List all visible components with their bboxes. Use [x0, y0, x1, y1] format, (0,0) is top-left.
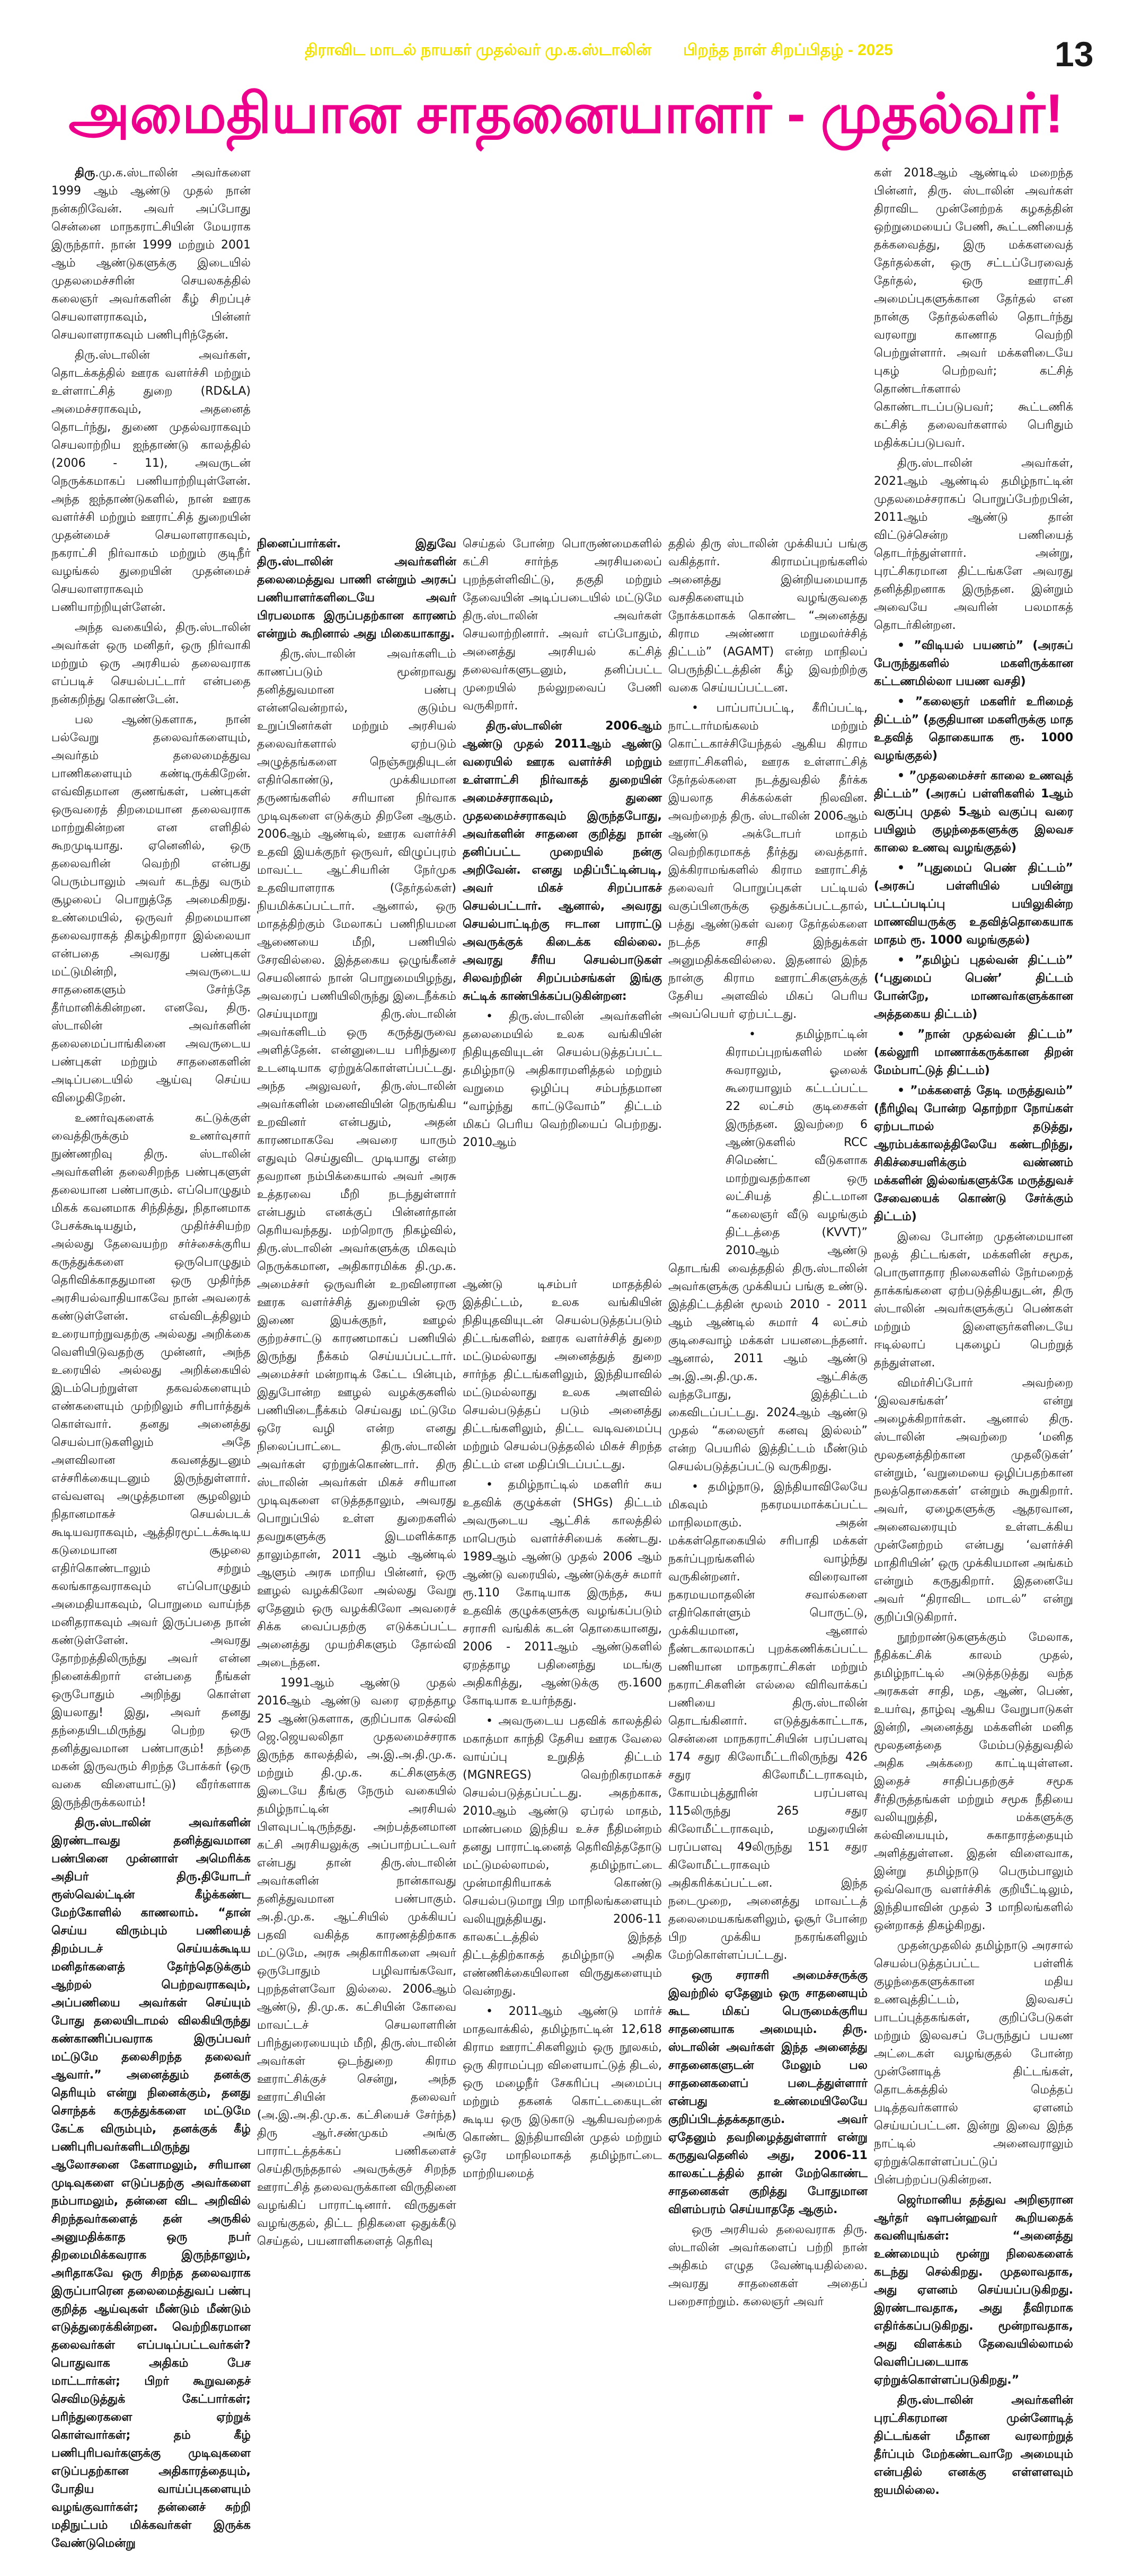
page-number: 13	[1055, 34, 1094, 74]
article-paragraph: விமர்சிப்போர் அவற்றை ‘இலவசங்கள்’ என்று அ…	[874, 1374, 1073, 1627]
article-column-3: செய்தல் போன்ற பொருண்மைகளில் கட்சி சார்ந்…	[463, 164, 662, 2185]
article-headline: அமைதியான சாதனையாளர் - முதல்வர்!	[68, 83, 1064, 145]
article-paragraph: ஒரு அரசியல் தலைவராக திரு. ஸ்டாலின் அவர்க…	[668, 2221, 868, 2311]
paragraph-text: • அவருடைய பதவிக் காலத்தில் மகாத்மா காந்த…	[463, 1715, 662, 1998]
paragraph-text: நூற்றாண்டுகளுக்கும் மேலாக, நீதிக்கட்சிக்…	[874, 1631, 1073, 1932]
photo-area-middle	[463, 1154, 662, 1276]
paragraph-text: கள் 2018ஆம் ஆண்டில் மறைந்த பின்னர், திரு…	[874, 166, 1073, 450]
header-section-title: திராவிட மாடல் நாயகர் முதல்வர் மு.க.ஸ்டால…	[305, 41, 651, 59]
column-text: நினைப்பார்கள். இதுவே திரு.ஸ்டாலின் அவர்க…	[257, 535, 456, 2251]
paragraph-text: • தமிழ்நாட்டின் கிராமப்புறங்களில் மண் சு…	[668, 1028, 868, 1473]
masthead: திராவிட மாடல் நாயகர் முதல்வர் மு.க.ஸ்டால…	[0, 0, 1132, 79]
article-paragraph: திரு.ஸ்டாலின் அவர்களின் இரண்டாவது தனித்த…	[51, 1814, 251, 2553]
paragraph-text: • ”தமிழ்ப் புதல்வன் திட்டம்” (‘புதுமைப் …	[874, 954, 1073, 1021]
bullet-paragraph: • ”விடியல் பயணம்” (அரசுப் பேருந்துகளில் …	[874, 637, 1073, 691]
paragraph-text: • ”முதலமைச்சர் காலை உணவுத் திட்டம்” (அரச…	[874, 769, 1073, 855]
paragraph-text: திரு.ஸ்டாலின் அவர்கள், 2021ஆம் ஆண்டில் த…	[874, 457, 1073, 632]
paragraph-text: ஒரு அரசியல் தலைவராக திரு. ஸ்டாலின் அவர்க…	[668, 2223, 868, 2308]
article-paragraph: ததில் திரு ஸ்டாலின் முக்கியப் பங்கு வகித…	[668, 535, 868, 697]
article-paragraph: உணர்வுகளைக் கட்டுக்குள் வைத்திருக்கும் உ…	[51, 1109, 251, 1812]
bullet-paragraph: • பாப்பாப்பட்டி, கீரிப்பட்டி, நாட்டார்மங…	[668, 699, 868, 1024]
bullet-paragraph: • தமிழ்நாட்டில் மகளிர் சுய உதவிக் குழுக்…	[463, 1476, 662, 1710]
article-column-2: நினைப்பார்கள். இதுவே திரு.ஸ்டாலின் அவர்க…	[257, 164, 456, 2253]
paragraph-text: ததில் திரு ஸ்டாலின் முக்கியப் பங்கு வகித…	[668, 537, 868, 695]
paragraph-text: • ”விடியல் பயணம்” (அரசுப் பேருந்துகளில் …	[874, 639, 1073, 688]
paragraph-text: திரு.ஸ்டாலின் அவர்களின் புரட்சிகரமான முன…	[874, 2394, 1073, 2497]
photo-area-top	[668, 164, 868, 535]
paragraph-text: • ”மக்களைத் தேடி மருத்துவம்” (நீரிழிவு ப…	[874, 1084, 1073, 1223]
bullet-paragraph: • ”மக்களைத் தேடி மருத்துவம்” (நீரிழிவு ப…	[874, 1082, 1073, 1226]
paragraph-text: ஜெர்மானிய தத்துவ அறிஞரான ஆர்தர் ஷாபன்ஹவர…	[874, 2193, 1073, 2387]
paragraph-text: திரு.ஸ்டாலின் அவர்கள், தொடக்கத்தில் ஊரக …	[51, 349, 251, 614]
bullet-paragraph: • 2011ஆம் ஆண்டு மார்ச் மாதவாக்கில், தமிழ…	[463, 2003, 662, 2183]
photo-area-top	[257, 164, 456, 535]
article-paragraph: ஆண்டு டிசம்பர் மாதத்தில் இத்திட்டம், உலக…	[463, 1276, 662, 1474]
bullet-paragraph: • தமிழ்நாடு, இந்தியாவிலேயே மிகவும் நகரமய…	[668, 1478, 868, 1965]
article-paragraph: திரு.ஸ்டாலின் அவர்களிடம் காணப்படும் மூன்…	[257, 645, 456, 1672]
column-text: திரு.மு.க.ஸ்டாலின் அவர்களை 1999 ஆம் ஆண்ட…	[51, 164, 251, 2553]
article-paragraph: திரு.ஸ்டாலின் அவர்கள், 2021ஆம் ஆண்டில் த…	[874, 455, 1073, 635]
header-row: திராவிட மாடல் நாயகர் முதல்வர் மு.க.ஸ்டால…	[159, 41, 1039, 61]
paragraph-text: பல ஆண்டுகளாக, நான் பல்வேறு தலைவர்களையும்…	[51, 713, 251, 1105]
article-paragraph: அந்த வகையில், திரு.ஸ்டாலின் அவர்கள் ஒரு …	[51, 619, 251, 709]
paragraph-text: திரு.ஸ்டாலின் அவர்களின் இரண்டாவது தனித்த…	[51, 1816, 251, 2550]
paragraph-text: • தமிழ்நாடு, இந்தியாவிலேயே மிகவும் நகரமய…	[668, 1480, 868, 1962]
paragraph-text: விமர்சிப்போர் அவற்றை ‘இலவசங்கள்’ என்று அ…	[874, 1376, 1073, 1624]
article-paragraph: ஒரு சராசரி அமைச்சருக்கு இவற்றில் ஏதேனும்…	[668, 1967, 868, 2219]
bullet-paragraph: • அவருடைய பதவிக் காலத்தில் மகாத்மா காந்த…	[463, 1712, 662, 2001]
paragraph-text: திரு.ஸ்டாலின் 2006ஆம் ஆண்டு முதல் 2011ஆம…	[463, 719, 662, 1003]
paragraph-text: அந்த வகையில், திரு.ஸ்டாலின் அவர்கள் ஒரு …	[51, 621, 251, 706]
article-paragraph: திரு.ஸ்டாலின் அவர்களின் புரட்சிகரமான முன…	[874, 2392, 1073, 2500]
article-paragraph: ஜெர்மானிய தத்துவ அறிஞரான ஆர்தர் ஷாபன்ஹவர…	[874, 2191, 1073, 2390]
article-paragraph: நினைப்பார்கள். இதுவே திரு.ஸ்டாலின் அவர்க…	[257, 535, 456, 643]
paragraph-text: • 2011ஆம் ஆண்டு மார்ச் மாதவாக்கில், தமிழ…	[463, 2005, 662, 2180]
article-body: திரு.மு.க.ஸ்டாலின் அவர்களை 1999 ஆம் ஆண்ட…	[0, 148, 1132, 2576]
bullet-paragraph: • ”தமிழ்ப் புதல்வன் திட்டம்” (‘புதுமைப் …	[874, 952, 1073, 1024]
paragraph-text: திரு.ஸ்டாலின் அவர்களிடம் காணப்படும் மூன்…	[257, 647, 456, 1669]
paragraph-text: உணர்வுகளைக் கட்டுக்குள் வைத்திருக்கும் உ…	[51, 1112, 251, 1809]
paragraph-text: • தமிழ்நாட்டில் மகளிர் சுய உதவிக் குழுக்…	[463, 1478, 662, 1708]
paragraph-text: • ”நான் முதல்வன் திட்டம்” (கல்லூரி மாணாக…	[874, 1028, 1073, 1077]
paragraph-text: ஒரு சராசரி அமைச்சருக்கு இவற்றில் ஏதேனும்…	[668, 1969, 868, 2216]
paragraph-text: • ”கலைஞர் மகளிர் உரிமைத் திட்டம்” (தகுதி…	[874, 695, 1073, 762]
column-text-top: செய்தல் போன்ற பொருண்மைகளில் கட்சி சார்ந்…	[463, 535, 662, 1152]
article-paragraph: பல ஆண்டுகளாக, நான் பல்வேறு தலைவர்களையும்…	[51, 711, 251, 1107]
drop-lead-word: திரு	[75, 166, 95, 180]
bullet-paragraph: • ”நான் முதல்வன் திட்டம்” (கல்லூரி மாணாக…	[874, 1026, 1073, 1080]
paragraph-text: முதன்முதலில் தமிழ்நாடு அரசால் செயல்படுத்…	[874, 1939, 1073, 2187]
article-paragraph: 1991ஆம் ஆண்டு முதல் 2016ஆம் ஆண்டு வரை ஏற…	[257, 1674, 456, 2251]
paragraph-text: ஆண்டு டிசம்பர் மாதத்தில் இத்திட்டம், உலக…	[463, 1278, 662, 1471]
paragraph-text: .மு.க.ஸ்டாலின் அவர்களை 1999 ஆம் ஆண்டு மு…	[51, 166, 251, 342]
paragraph-text: 1991ஆம் ஆண்டு முதல் 2016ஆம் ஆண்டு வரை ஏற…	[257, 1676, 456, 2248]
article-paragraph: கள் 2018ஆம் ஆண்டில் மறைந்த பின்னர், திரு…	[874, 164, 1073, 452]
bullet-paragraph: • ”கலைஞர் மகளிர் உரிமைத் திட்டம்” (தகுதி…	[874, 693, 1073, 765]
article-paragraph: திரு.ஸ்டாலின் அவர்கள், தொடக்கத்தில் ஊரக …	[51, 347, 251, 617]
article-paragraph: திரு.மு.க.ஸ்டாலின் அவர்களை 1999 ஆம் ஆண்ட…	[51, 164, 251, 344]
column-text: கள் 2018ஆம் ஆண்டில் மறைந்த பின்னர், திரு…	[874, 164, 1073, 2500]
article-paragraph: இவை போன்ற முதன்மையான நலத் திட்டங்கள், மக…	[874, 1228, 1073, 1372]
article-column-4: ததில் திரு ஸ்டாலின் முக்கியப் பங்கு வகித…	[668, 164, 868, 2313]
bullet-paragraph: • ”புதுமைப் பெண் திட்டம்” (அரசுப் பள்ளிய…	[874, 859, 1073, 949]
article-paragraph: நூற்றாண்டுகளுக்கும் மேலாக, நீதிக்கட்சிக்…	[874, 1629, 1073, 1935]
paragraph-text: • ”புதுமைப் பெண் திட்டம்” (அரசுப் பள்ளிய…	[874, 861, 1073, 947]
bullet-paragraph: • ”முதலமைச்சர் காலை உணவுத் திட்டம்” (அரச…	[874, 767, 1073, 857]
column-text: ததில் திரு ஸ்டாலின் முக்கியப் பங்கு வகித…	[668, 535, 868, 2311]
article-paragraph: முதன்முதலில் தமிழ்நாடு அரசால் செயல்படுத்…	[874, 1937, 1073, 2189]
article-column-5: கள் 2018ஆம் ஆண்டில் மறைந்த பின்னர், திரு…	[874, 164, 1073, 2502]
bullet-paragraph: • திரு.ஸ்டாலின் அவர்களின் தலைமையில் உலக …	[463, 1008, 662, 1152]
paragraph-text: நினைப்பார்கள். இதுவே திரு.ஸ்டாலின் அவர்க…	[257, 537, 456, 641]
paragraph-text: இவை போன்ற முதன்மையான நலத் திட்டங்கள், மக…	[874, 1230, 1073, 1370]
paragraph-text: • திரு.ஸ்டாலின் அவர்களின் தலைமையில் உலக …	[463, 1010, 662, 1149]
header-edition-title: பிறந்த நாள் சிறப்பிதழ் - 2025	[683, 41, 893, 59]
article-paragraph: திரு.ஸ்டாலின் 2006ஆம் ஆண்டு முதல் 2011ஆம…	[463, 717, 662, 1006]
paragraph-text: செய்தல் போன்ற பொருண்மைகளில் கட்சி சார்ந்…	[463, 537, 662, 713]
article-paragraph: செய்தல் போன்ற பொருண்மைகளில் கட்சி சார்ந்…	[463, 535, 662, 715]
column-text-bottom: ஆண்டு டிசம்பர் மாதத்தில் இத்திட்டம், உலக…	[463, 1276, 662, 2183]
article-column-1: திரு.மு.க.ஸ்டாலின் அவர்களை 1999 ஆம் ஆண்ட…	[51, 164, 251, 2555]
inset-photo-space	[668, 1026, 721, 1248]
bullet-paragraph: • தமிழ்நாட்டின் கிராமப்புறங்களில் மண் சு…	[668, 1026, 868, 1476]
photo-area-top	[463, 164, 662, 535]
paragraph-text: • பாப்பாப்பட்டி, கீரிப்பட்டி, நாட்டார்மங…	[668, 701, 868, 1021]
